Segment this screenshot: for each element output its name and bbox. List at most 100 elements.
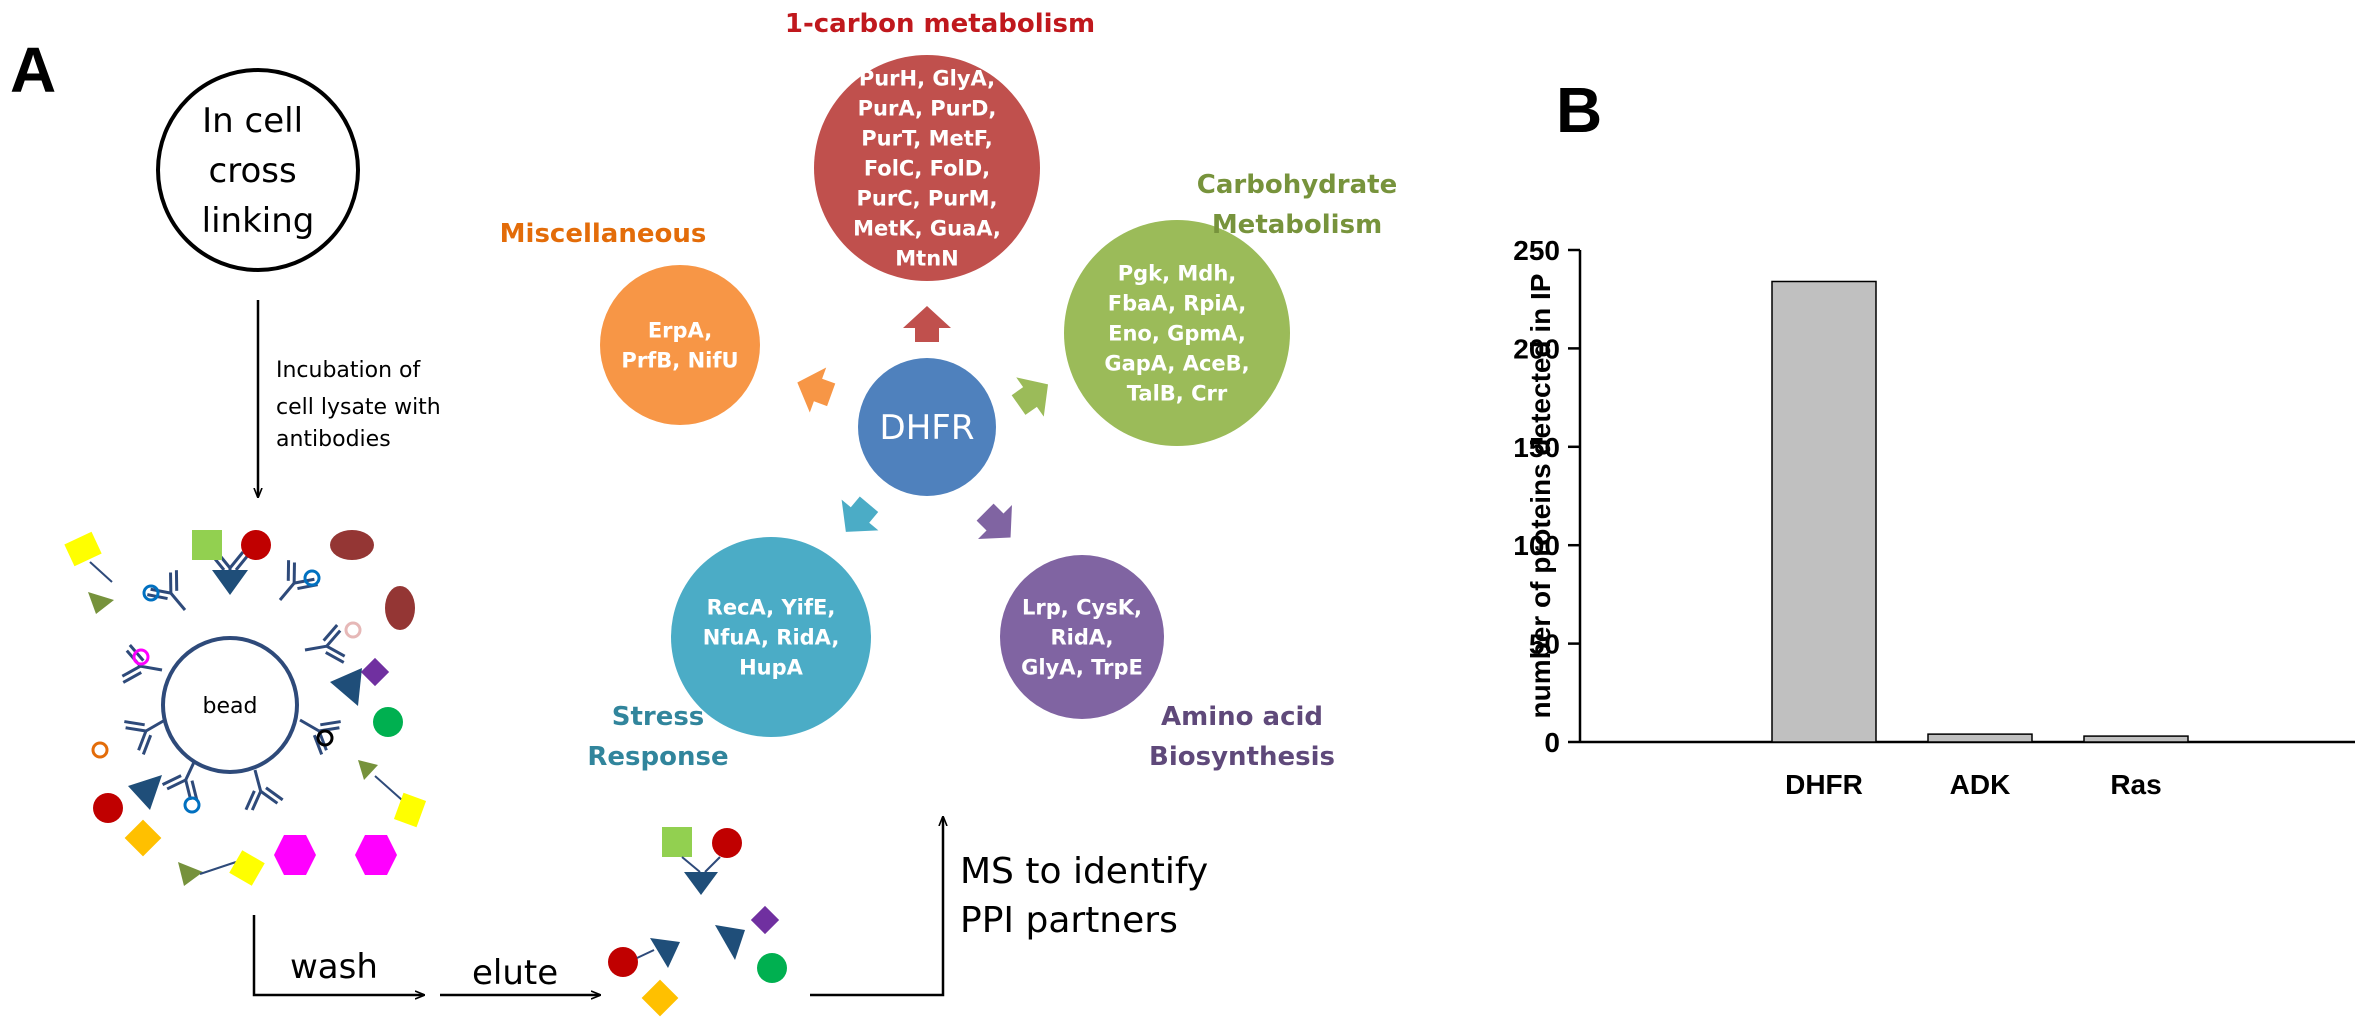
dhfr-hub-circle (858, 358, 996, 496)
svg-text:MS to identify PPI partner: MS to identify PPI partners (960, 851, 1220, 941)
bound-triangle-icon (212, 570, 248, 595)
free-yellow-icon (64, 531, 102, 567)
group-title: Stress (612, 702, 705, 732)
ring-icon (132, 648, 150, 666)
elute-label: elute (472, 953, 558, 993)
svg-text:Incubation of cell lysate: Incubation of cell lysate with antibodie… (276, 358, 448, 452)
bound-circle-icon (93, 793, 123, 823)
protein-list-line: NfuA, RidA, (703, 625, 840, 649)
protein-list-line: FolC, FolD, (864, 156, 990, 180)
bar-dhfr (1771, 280, 1877, 743)
y-tick-label: 150 (1513, 432, 1560, 463)
crosslink-text-line: cross (209, 151, 297, 191)
group-one-carbon: PurH, GlyA, PurA, PurD, PurT, MetF, FolC, F… (785, 9, 1095, 342)
protein-list-line: HupA (739, 655, 804, 679)
oval-icon (385, 586, 415, 630)
bound-circle-icon (373, 707, 403, 737)
wash-label: wash (290, 947, 378, 987)
protein-list-line: MtnN (895, 246, 958, 270)
free-triangle-icon (178, 862, 203, 886)
interaction-hub: PurH, GlyA, PurA, PurD, PurT, MetF, FolC, F… (500, 9, 1398, 772)
panel-b-label: B (1556, 74, 1602, 146)
ms-text-line: MS to identify (960, 851, 1208, 892)
crosslink-circle (156, 68, 360, 272)
group-title: 1-carbon metabolism (785, 9, 1095, 39)
protein-list-line: GapA, AceB, (1104, 351, 1249, 375)
bead-label: bead (203, 694, 258, 719)
linker (681, 856, 701, 873)
bound-diamond-icon (124, 819, 162, 857)
protein-list-line: PurA, PurD, (858, 96, 997, 120)
bound-square-icon (192, 530, 222, 560)
protein-list-line: Eno, GpmA, (1108, 321, 1246, 345)
protein-list-line: PurH, GlyA, (859, 66, 995, 90)
hexagon-icon (274, 835, 316, 875)
dhfr-hub-label: DHFR (880, 408, 975, 448)
bound-circle-icon (241, 530, 271, 560)
antibody-icon (144, 567, 202, 624)
group-title: Amino acid (1161, 702, 1323, 732)
eluted-triangle-icon (650, 938, 680, 968)
x-tick-label: ADK (1950, 769, 2011, 800)
svg-text:In cell cross link: In cell cross linking (202, 101, 315, 241)
protein-list-line: MetK, GuaA, (853, 216, 1001, 240)
bar-adk (1927, 733, 2033, 743)
incubation-text-line: antibodies (276, 427, 391, 452)
y-axis-label: number of proteins detected in IP (1525, 274, 1556, 719)
group-arrow-icon (903, 306, 951, 342)
group-arrow-icon (797, 367, 836, 413)
group-carbohydrate: Pgk, Mdh, FbaA, RpiA, Eno, GpmA, GapA, AceB… (1011, 170, 1397, 446)
eluted-circle-icon (608, 947, 638, 977)
eluted-circle-icon (757, 953, 787, 983)
eluted-triangle-icon (715, 925, 745, 960)
group-circle (1064, 220, 1290, 446)
protein-list-line: PurT, MetF, (861, 126, 992, 150)
protein-list-line: FbaA, RpiA, (1108, 291, 1247, 315)
ring-icon (316, 729, 334, 747)
incubation-text-line: Incubation of (276, 358, 422, 383)
antibody-icon (300, 623, 348, 671)
bar-ras (2083, 735, 2189, 743)
bound-triangle-icon (128, 775, 162, 810)
eluted-complexes (608, 827, 787, 1017)
group-title: Response (587, 742, 728, 772)
protein-list-line: RidA, (1050, 625, 1113, 649)
linker (704, 856, 721, 873)
group-arrow-icon (841, 496, 879, 532)
x-tick-label: DHFR (1785, 769, 1863, 800)
group-title: Biosynthesis (1149, 742, 1335, 772)
wash-arrow (252, 915, 424, 995)
group-arrow-icon (976, 503, 1012, 539)
y-tick-label: 200 (1513, 333, 1560, 364)
crosslink-step: In cell cross linking (156, 68, 360, 272)
ring-icon (183, 796, 201, 814)
ms-text-line: PPI partners (960, 900, 1178, 941)
group-title: Miscellaneous (500, 219, 707, 249)
bead-circle (161, 636, 299, 774)
protein-list-line: TalB, Crr (1127, 381, 1228, 405)
protein-list-line: Lrp, CysK, (1022, 595, 1142, 619)
ms-arrow (810, 817, 943, 997)
protein-list-line: GlyA, TrpE (1021, 655, 1143, 679)
bead-assembly: bead (64, 530, 427, 886)
group-amino-acid: Lrp, CysK, RidA, GlyA, TrpE Amino acidBiosy… (976, 503, 1335, 772)
protein-list-line: PurC, PurM, (857, 186, 998, 210)
protein-list-line: PrfB, NifU (621, 348, 738, 372)
group-title: Carbohydrate (1197, 170, 1397, 200)
y-tick-label: 250 (1513, 235, 1560, 266)
group-circle (600, 265, 760, 425)
y-tick-label: 100 (1513, 530, 1560, 561)
group-circle (1000, 555, 1164, 719)
group-arrow-icon (1011, 377, 1049, 417)
crosslink-text-line: In cell (202, 101, 303, 141)
protein-list-line: Pgk, Mdh, (1118, 261, 1237, 285)
group-circle (814, 55, 1040, 281)
incubation-text-line: cell lysate with (276, 395, 441, 420)
protein-list-line: RecA, YifE, (707, 595, 836, 619)
ring-icon (142, 584, 160, 602)
panel-a-label: A (10, 34, 56, 106)
bound-triangle-icon (330, 668, 362, 706)
